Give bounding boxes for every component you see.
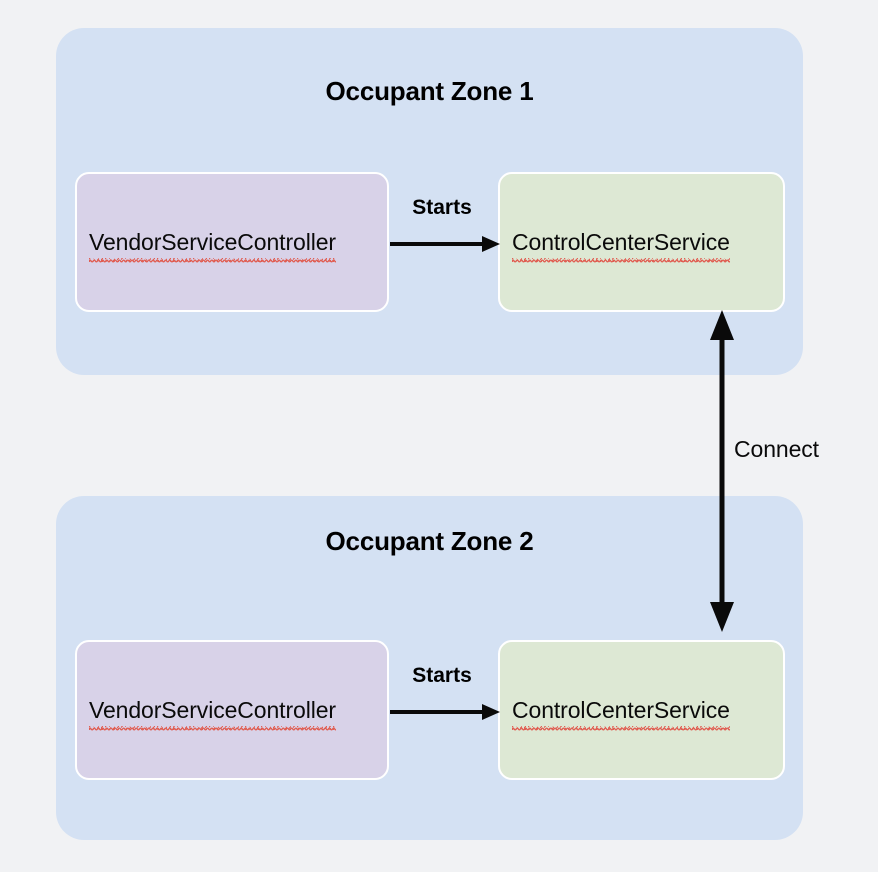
node-label-vendor-service-controller: VendorServiceController xyxy=(89,229,336,262)
occupant-zone-2-container: Occupant Zone 2 VendorServiceController … xyxy=(56,496,803,840)
node-control-center-service-zone-1[interactable]: ControlCenterService xyxy=(498,172,785,312)
spellcheck-underline-icon xyxy=(89,725,336,731)
node-control-center-service-zone-2[interactable]: ControlCenterService xyxy=(498,640,785,780)
edge-label-starts-zone-2: Starts xyxy=(412,664,472,687)
edge-label-connect: Connect xyxy=(734,436,819,462)
node-vendor-service-controller-zone-2[interactable]: VendorServiceController xyxy=(75,640,389,780)
occupant-zone-2-title: Occupant Zone 2 xyxy=(325,526,534,556)
node-label-control-center-service: ControlCenterService xyxy=(512,697,730,730)
edge-connect-cross-zone: Connect xyxy=(694,308,819,634)
occupant-zone-1-container: Occupant Zone 1 VendorServiceController … xyxy=(56,28,803,375)
node-label-control-center-service: ControlCenterService xyxy=(512,229,730,262)
edge-starts-zone-1: Starts xyxy=(390,172,500,312)
spellcheck-underline-icon xyxy=(512,257,730,263)
arrow-double-vertical-icon xyxy=(710,310,734,632)
edge-label-starts-zone-1: Starts xyxy=(412,196,472,219)
spellcheck-underline-icon xyxy=(89,257,336,263)
arrow-right-icon xyxy=(390,704,500,720)
node-vendor-service-controller-zone-1[interactable]: VendorServiceController xyxy=(75,172,389,312)
arrow-right-icon xyxy=(390,236,500,252)
spellcheck-underline-icon xyxy=(512,725,730,731)
edge-starts-zone-2: Starts xyxy=(390,640,500,780)
occupant-zone-1-title: Occupant Zone 1 xyxy=(325,76,534,106)
node-label-vendor-service-controller: VendorServiceController xyxy=(89,697,336,730)
